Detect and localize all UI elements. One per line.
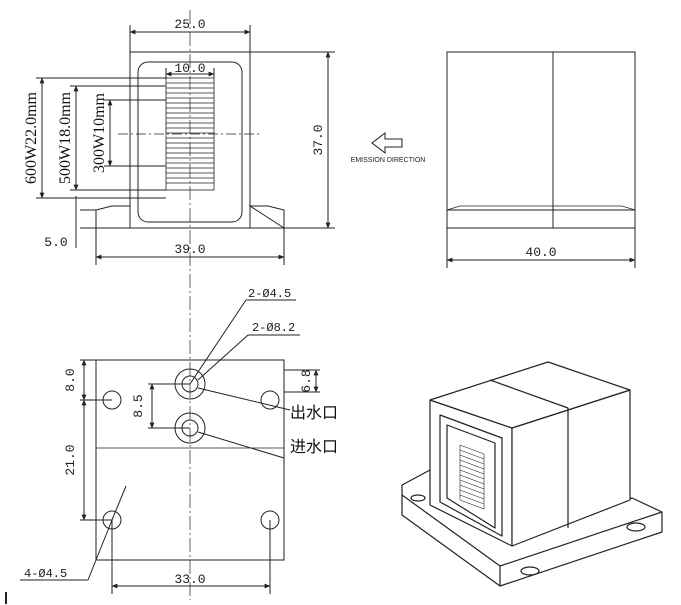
mount-hole [260, 390, 280, 410]
front-view [36, 10, 335, 600]
side-body-outline [446, 51, 636, 229]
label-600w: 600W22.0mm [23, 91, 40, 184]
front-base-flange [95, 205, 285, 229]
isometric-view [401, 361, 663, 587]
emission-direction-label: EMISSION DIRECTION [351, 157, 426, 164]
mount-hole-label: 4-Ø4.5 [24, 567, 67, 581]
label-500w: 500W18.0mm [57, 91, 74, 184]
dim-top-width: 25.0 [174, 17, 205, 32]
dim-top-offset: 8.0 [63, 368, 78, 391]
dim-side-width: 40.0 [525, 245, 556, 260]
bottom-plate-outline [95, 359, 285, 561]
inlet-label: 进水口 [290, 437, 338, 456]
iso-bar-stack [459, 444, 485, 510]
dim-right-offset: 6.8 [299, 369, 314, 392]
dim-hole-spacing: 8.5 [131, 394, 146, 417]
side-view [371, 51, 636, 268]
dim-bottom-width: 33.0 [174, 572, 205, 587]
hole-small-label: 2-Ø4.5 [248, 287, 291, 301]
dim-base-height: 5.0 [44, 235, 67, 250]
dim-vertical: 21.0 [63, 444, 78, 475]
outlet-label: 出水口 [290, 403, 338, 422]
dim-inner-width: 10.0 [174, 61, 205, 76]
emission-arrow-icon [371, 131, 403, 155]
dim-base-width: 39.0 [174, 242, 205, 257]
dim-height: 37.0 [311, 124, 326, 155]
hole-large-label: 2-Ø8.2 [252, 321, 295, 335]
label-300w: 300W10mm [91, 92, 108, 173]
bottom-view [20, 299, 320, 594]
